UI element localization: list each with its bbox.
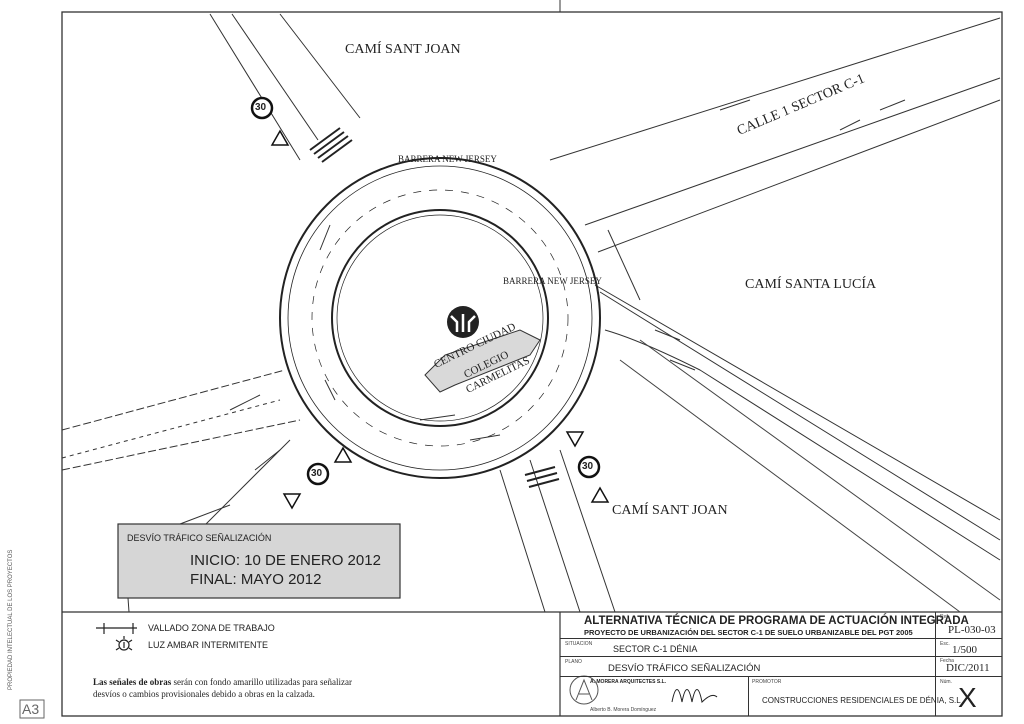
warning-signs: [270, 129, 610, 510]
legend-note-line1: Las señales de obras serán con fondo ama…: [93, 677, 352, 687]
legend-note-rest: serán con fondo amarillo utilizadas para…: [171, 677, 352, 687]
ref-value: PL-030-03: [948, 624, 996, 636]
crosswalks: [309, 127, 560, 488]
legend-note-line2: desvíos o cambios provisionales debido a…: [93, 689, 315, 699]
promotor-label: PROMOTOR: [752, 679, 782, 685]
barrier-label: BARRERA NEW JERSEY: [503, 276, 602, 286]
copyright-note: PROPIEDAD INTELECTUAL DE LOS PROYECTOS: [8, 549, 14, 690]
roundabout: [279, 157, 601, 479]
fecha-label: Fecha: [940, 658, 954, 664]
num-label: Núm.: [940, 679, 952, 685]
sheet-size: A3: [22, 701, 40, 717]
city-center-sign: [424, 306, 541, 393]
situacion-label: SITUACION: [565, 641, 593, 647]
promotor-value: CONSTRUCCIONES RESIDENCIALES DE DÉNIA, S…: [762, 696, 961, 705]
street-label-cami-sant-joan-top: CAMÍ SANT JOAN: [345, 42, 461, 57]
street-label-cami-sant-joan-bottom: CAMÍ SANT JOAN: [612, 503, 728, 518]
barrier-label: BARRERA NEW JERSEY: [398, 154, 497, 164]
street-label-cami-santa-lucia: CAMÍ SANTA LUCÍA: [745, 277, 877, 292]
notice-title: DESVÍO TRÁFICO SEÑALIZACIÓN: [127, 533, 272, 543]
drawing-frame: [61, 11, 1003, 717]
project-title: ALTERNATIVA TÉCNICA DE PROGRAMA DE ACTUA…: [584, 615, 969, 627]
fence-icon: [96, 623, 137, 634]
architect-firm: A. MORERA ARQUITECTES S.L.: [590, 679, 667, 685]
situacion-value: SECTOR C-1 DÉNIA: [613, 644, 698, 654]
notice-end-date: FINAL: MAYO 2012: [190, 571, 322, 588]
ref-label: Ref.: [940, 614, 950, 620]
num-value: X: [958, 682, 977, 713]
architect-name: Alberto B. Morera Domínguez: [590, 707, 657, 713]
amber-light-icon: [115, 636, 133, 651]
legend-note-bold: Las señales de obras: [93, 677, 172, 687]
roads: [61, 13, 1001, 613]
escala-value: 1/500: [952, 644, 978, 656]
plano-label: PLANO: [565, 659, 582, 665]
legend-fence-label: VALLADO ZONA DE TRABAJO: [148, 623, 275, 633]
escala-label: Esc.: [940, 641, 950, 647]
lane-arrows: [229, 99, 906, 471]
project-subtitle: PROYECTO DE URBANIZACIÓN DEL SECTOR C-1 …: [584, 628, 913, 637]
legend-light-label: LUZ AMBAR INTERMITENTE: [148, 640, 269, 650]
signature: [671, 689, 718, 704]
notice-box: [117, 523, 401, 599]
sheet-size-box: [19, 699, 45, 719]
plano-value: DESVÍO TRÁFICO SEÑALIZACIÓN: [608, 663, 761, 674]
fecha-value: DIC/2011: [946, 662, 990, 674]
speed-limit-value: 30: [255, 102, 267, 113]
speed-limit-value: 30: [311, 468, 323, 479]
speed-limit-value: 30: [582, 461, 594, 472]
notice-start-date: INICIO: 10 DE ENERO 2012: [190, 552, 381, 569]
speed-limit-signs: [250, 96, 601, 486]
